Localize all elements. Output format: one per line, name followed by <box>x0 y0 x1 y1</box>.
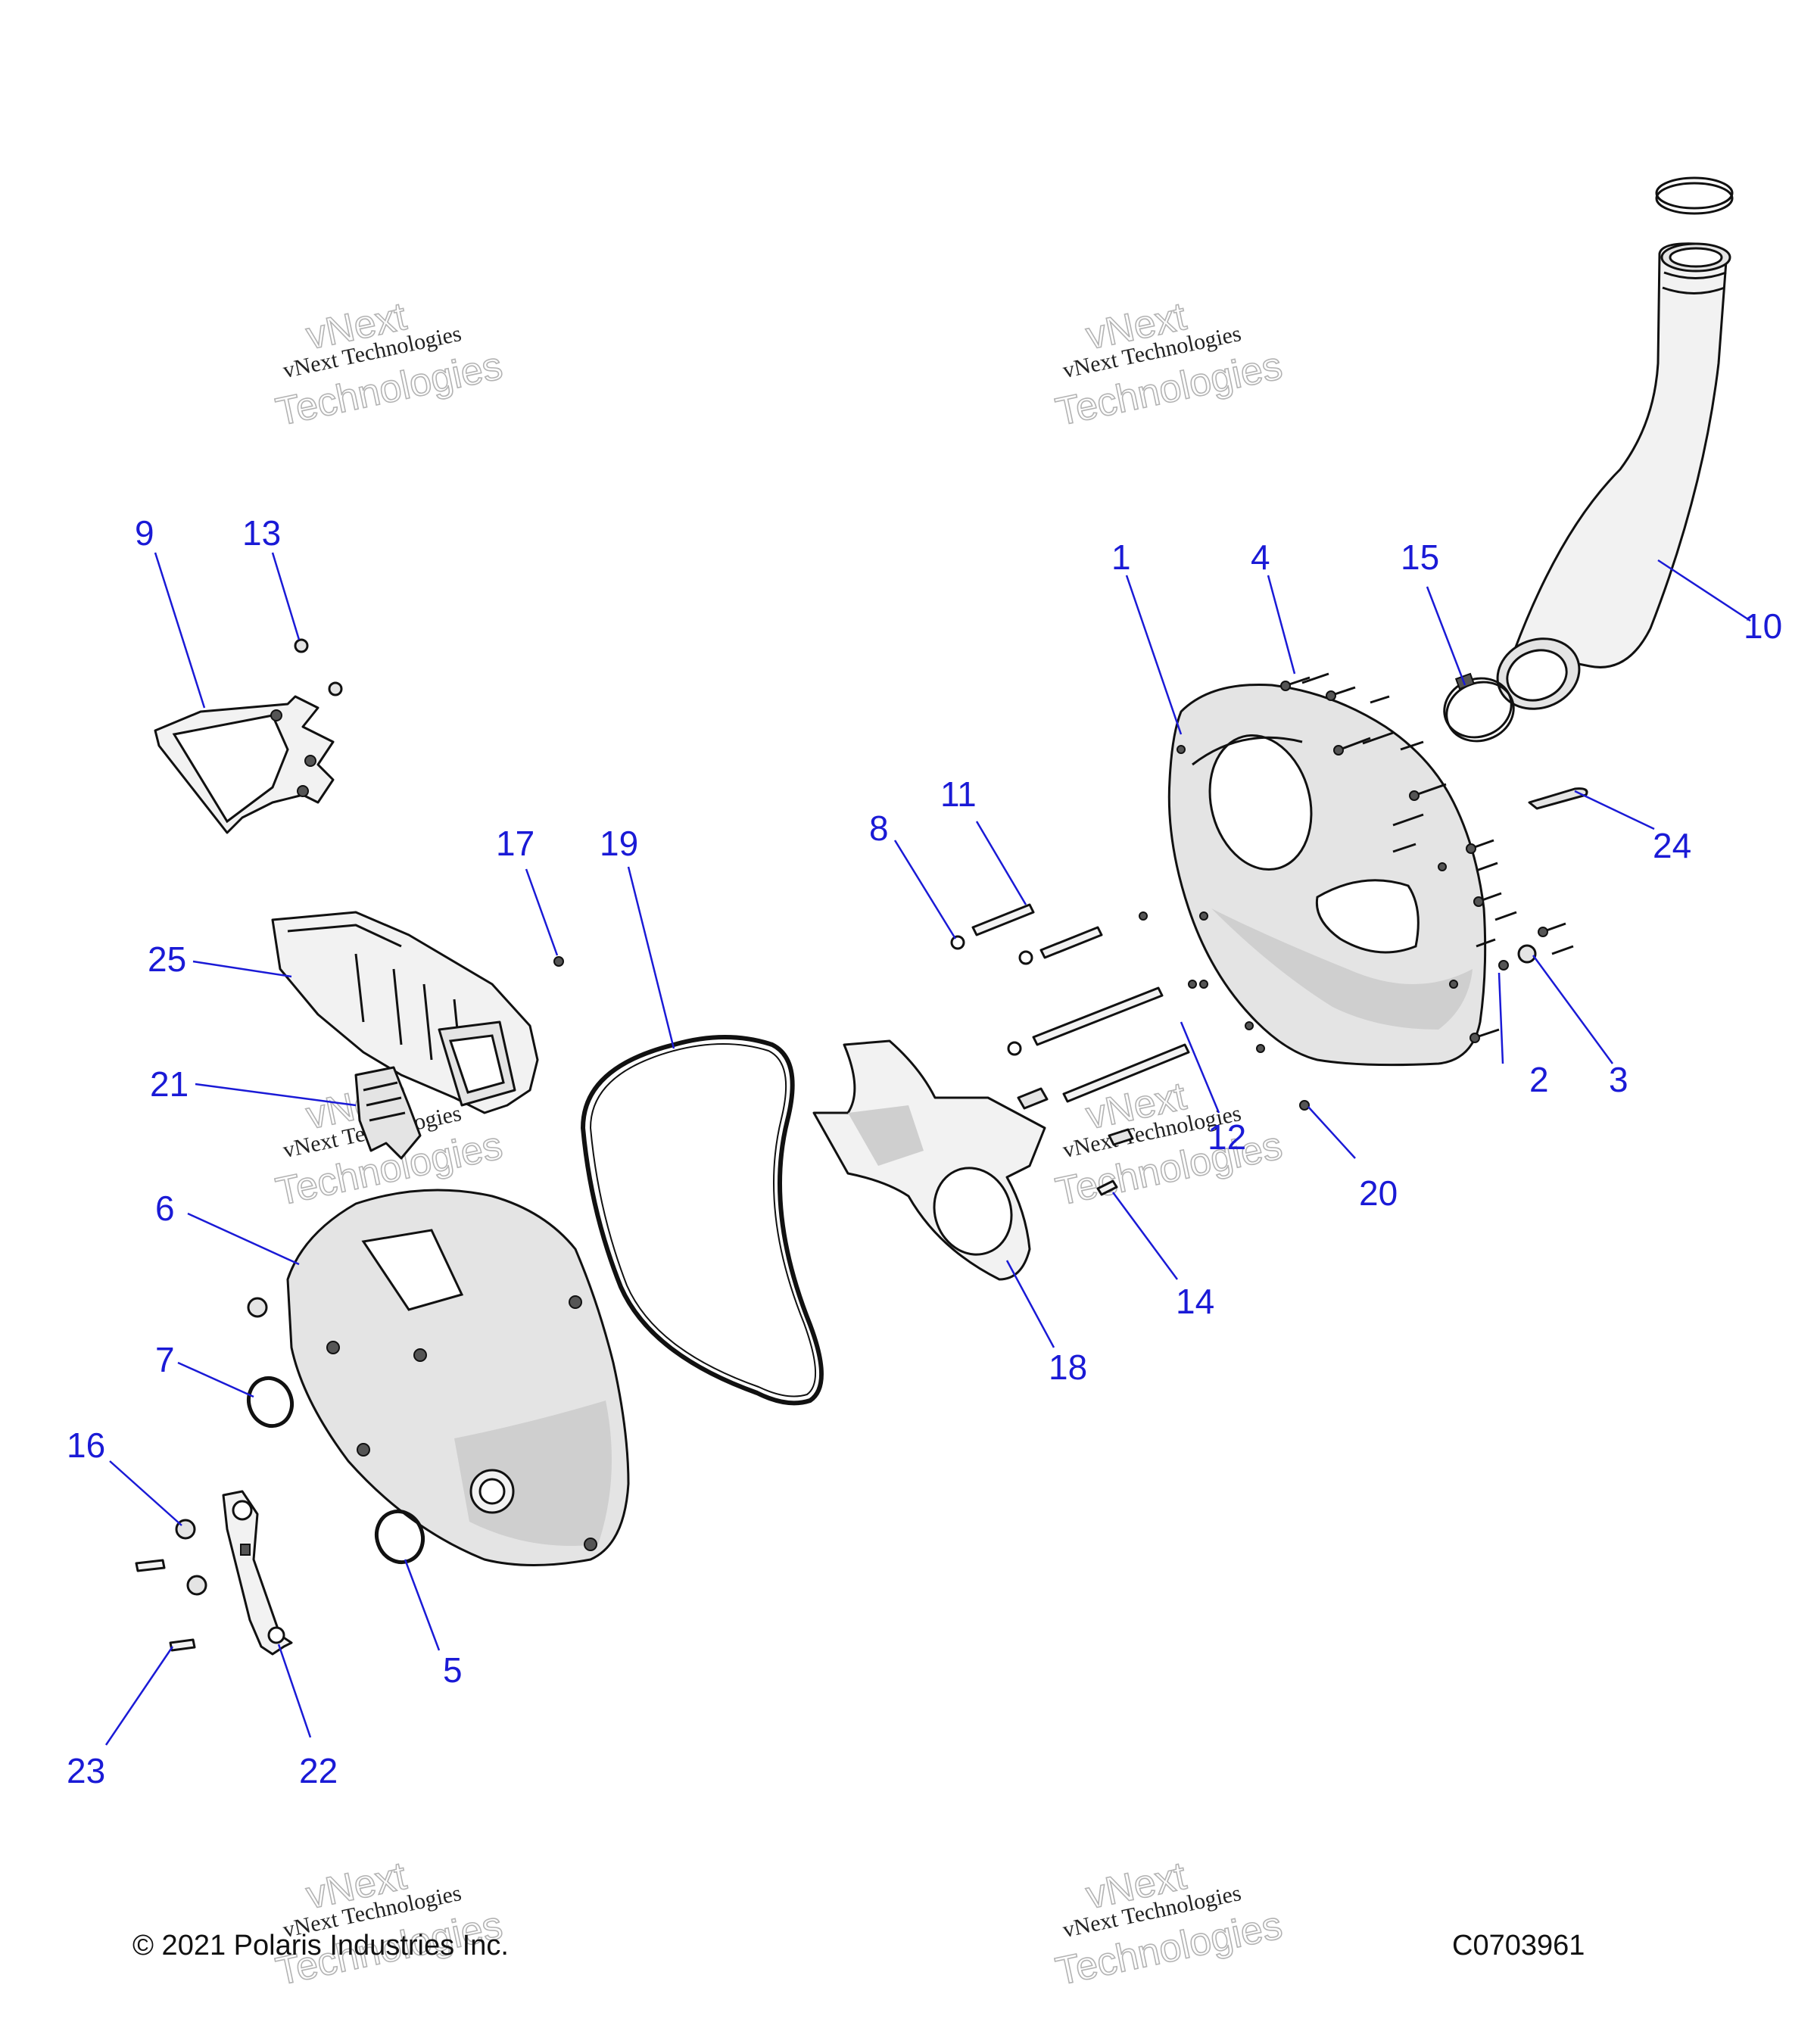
part-23-bolt <box>169 1638 196 1652</box>
part-14-stud <box>1096 1179 1118 1196</box>
part-21-filter <box>354 1066 422 1160</box>
callout-4: 4 <box>1251 537 1270 577</box>
copyright-text: © 2021 Polaris Industries Inc. <box>132 1930 509 1961</box>
part-6-inner-housing <box>286 1189 630 1566</box>
callout-8: 8 <box>869 809 889 848</box>
callout-17: 17 <box>496 824 535 863</box>
part-11-bolts <box>950 903 1265 1053</box>
part-19-belt <box>581 1035 824 1406</box>
callout-12: 12 <box>1208 1117 1246 1157</box>
callout-23: 23 <box>67 1751 105 1790</box>
cover-bolts <box>1280 672 1574 1043</box>
callout-19: 19 <box>600 824 638 863</box>
callout-16: 16 <box>67 1426 105 1465</box>
part-25-intake <box>271 911 539 1114</box>
part-17-screw <box>553 956 564 967</box>
part-3-nut <box>1517 944 1537 964</box>
part-1-outer-cover <box>1167 683 1487 1067</box>
part-15-clamp <box>1443 672 1515 743</box>
callout-3: 3 <box>1609 1060 1628 1099</box>
callout-20: 20 <box>1359 1173 1398 1213</box>
callout-15: 15 <box>1401 537 1439 577</box>
callout-6: 6 <box>155 1189 175 1228</box>
watermark-4: vNext vNext Technologies Technologies <box>1052 1073 1287 1215</box>
part-2-pin <box>1498 960 1509 971</box>
callout-7: 7 <box>155 1340 175 1379</box>
callout-1: 1 <box>1111 537 1131 577</box>
leader-lines <box>104 552 1751 1746</box>
callout-14: 14 <box>1176 1282 1214 1321</box>
part-24-label <box>1528 787 1588 810</box>
part-20-screw <box>1299 1100 1310 1111</box>
part-22-mount <box>222 1490 293 1656</box>
callout-2: 2 <box>1529 1060 1549 1099</box>
part-9-bracket <box>154 695 335 834</box>
part-13-nut <box>294 638 309 653</box>
part-7-oring <box>247 1376 294 1429</box>
part-14-spacer <box>1108 1128 1134 1146</box>
part-10-duct <box>1496 176 1734 710</box>
watermark-5: vNext vNext Technologies Technologies <box>272 1853 507 1995</box>
callout-18: 18 <box>1049 1348 1087 1387</box>
callout-22: 22 <box>299 1751 338 1790</box>
part-6-plug <box>247 1297 268 1318</box>
drawing-number: C0703961 <box>1452 1930 1585 1961</box>
watermark-6: vNext vNext Technologies Technologies <box>1052 1853 1287 1995</box>
callout-24: 24 <box>1653 826 1691 865</box>
callout-10: 10 <box>1744 606 1782 646</box>
part-16-nut-b <box>186 1575 207 1596</box>
watermark-2: vNext vNext Technologies Technologies <box>1052 294 1287 435</box>
callout-5: 5 <box>443 1650 463 1690</box>
watermark-3: vNext vNext Technologies Technologies <box>272 1073 507 1215</box>
callout-21: 21 <box>150 1064 189 1104</box>
watermark-1: vNext vNext Technologies Technologies <box>272 294 507 435</box>
callouts: 1 2 3 4 5 6 7 8 9 10 11 12 13 14 15 16 1… <box>67 513 1782 1790</box>
callout-13: 13 <box>242 513 281 553</box>
part-18-plate <box>812 1039 1046 1281</box>
part-13-nut-b <box>328 681 343 696</box>
part-16-bolt <box>135 1559 166 1572</box>
part-12-long-bolts <box>1007 986 1190 1110</box>
callout-25: 25 <box>148 939 186 979</box>
callout-9: 9 <box>135 513 154 553</box>
callout-11: 11 <box>940 774 977 814</box>
part-5-oring <box>375 1509 425 1565</box>
